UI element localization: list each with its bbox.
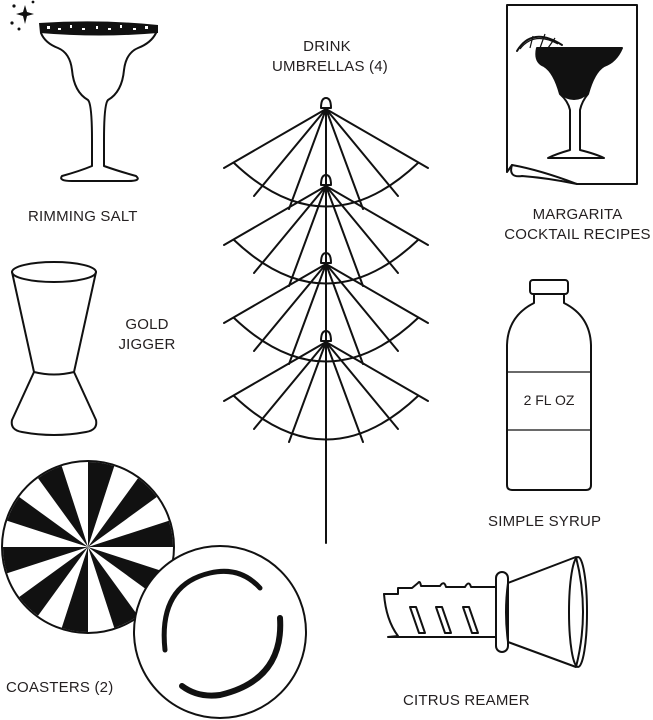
label-margarita-recipes: MARGARITA COCKTAIL RECIPES (502, 205, 653, 245)
jigger-icon (10, 261, 98, 436)
label-drink-umbrellas-line1: DRINK (303, 38, 351, 55)
recipe-card-margarita-icon (506, 4, 638, 185)
label-gold-jigger-line1: GOLD (125, 316, 169, 333)
bottle-volume-label: 2 FL OZ (523, 392, 575, 408)
label-gold-jigger: GOLD JIGGER (112, 315, 182, 355)
label-margarita-recipes-line1: MARGARITA (532, 206, 623, 223)
coaster-ringstain-icon (133, 545, 307, 719)
label-coasters: COASTERS (2) (6, 679, 114, 696)
label-gold-jigger-line2: JIGGER (118, 336, 176, 353)
label-drink-umbrellas-line2: UMBRELLAS (4) (272, 58, 388, 75)
label-rimming-salt: RIMMING SALT (28, 208, 138, 225)
label-drink-umbrellas: DRINK UMBRELLAS (4) (272, 37, 388, 77)
label-simple-syrup: SIMPLE SYRUP (488, 513, 602, 530)
citrus-reamer-icon (383, 556, 588, 668)
label-margarita-recipes-line2: COCKTAIL RECIPES (504, 226, 651, 243)
bottle-icon (506, 279, 592, 491)
label-citrus-reamer: CITRUS REAMER (403, 692, 530, 709)
margarita-glass-salted-rim-icon (10, 0, 158, 182)
cocktail-umbrella-icon (223, 97, 429, 544)
